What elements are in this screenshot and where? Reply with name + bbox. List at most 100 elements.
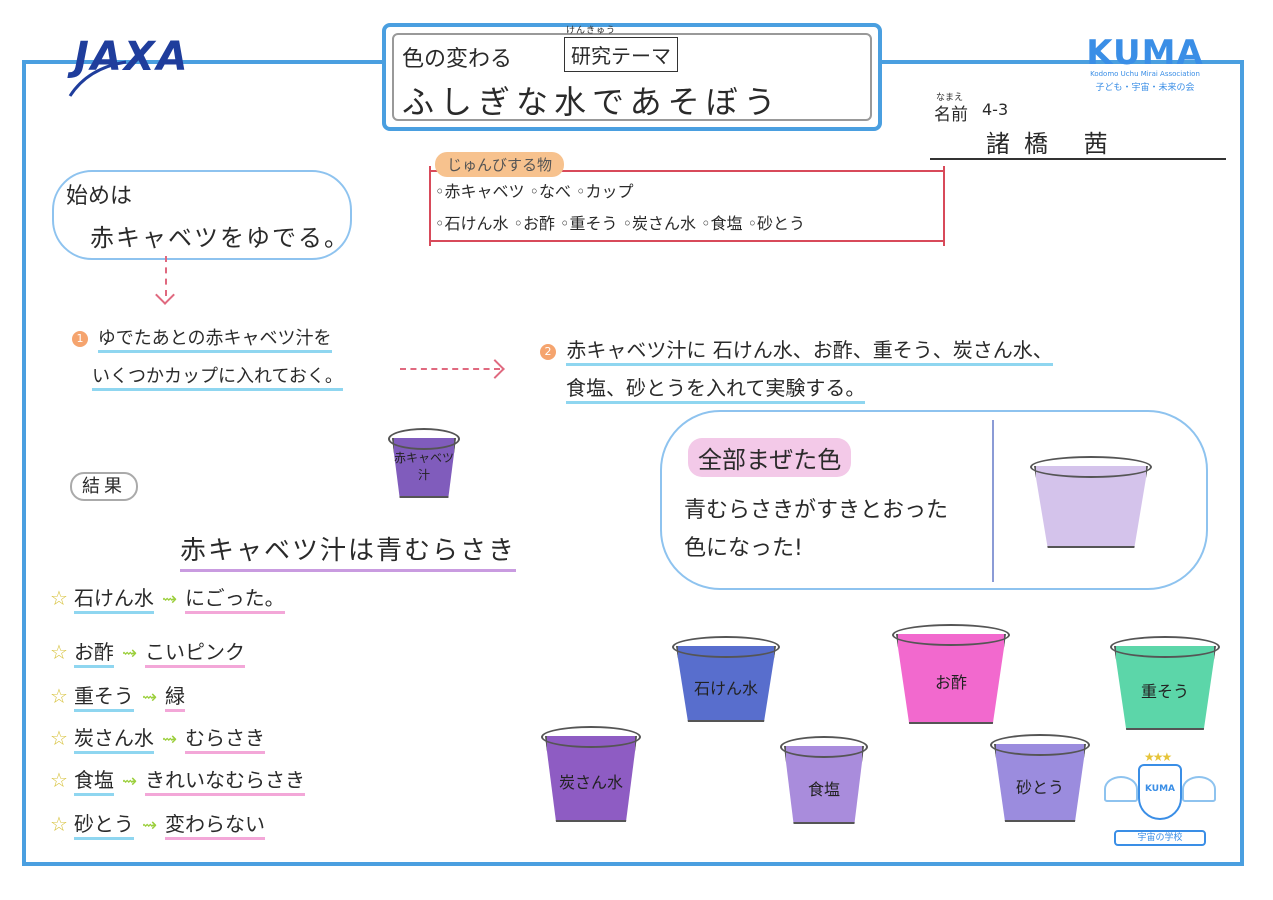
title-box: けんきゅう 色の変わる 研究テーマ ふしぎな水であそぼう <box>382 23 882 131</box>
mixed-color-cup <box>1030 456 1152 548</box>
preparation-label: じゅんびする物 <box>435 152 565 177</box>
cup-fill <box>896 634 1006 724</box>
star-icon: ☆ <box>50 768 68 792</box>
arrow-right-icon: ⇝ <box>121 771 138 792</box>
step-2-line-1: 2 赤キャベツ汁に 石けん水、お酢、重そう、炭さん水、 <box>540 334 1053 366</box>
emblem-shield: KUMA <box>1138 764 1182 820</box>
cabbage-juice-cup: 赤キャベツ汁 <box>388 428 460 498</box>
prep-border-bottom <box>429 240 945 242</box>
experiment-cup: 食塩 <box>780 736 868 824</box>
results-summary: 赤キャベツ汁は青むらさき <box>180 530 517 572</box>
cup-fill <box>676 646 776 722</box>
name-ruby: なまえ <box>936 93 964 103</box>
result-name: 石けん水 <box>73 586 154 614</box>
step-1-text-2: いくつかカップに入れておく。 <box>92 366 343 391</box>
star-icon: ☆ <box>50 726 68 750</box>
cup-fill <box>784 746 864 824</box>
cup-label: 重そう <box>1140 682 1189 702</box>
cup-label: 石けん水 <box>693 678 758 698</box>
emblem-wing-right-icon <box>1182 776 1216 802</box>
preparation-box: じゅんびする物 ◦赤キャベツ ◦なべ ◦カップ ◦石けん水 ◦お酢 ◦重そう ◦… <box>425 152 953 246</box>
mixed-title: 全部まぜた色 <box>688 438 852 477</box>
experiment-cup: 重そう <box>1110 636 1220 730</box>
name-area: なまえ 名前 4-3 諸橋 茜 <box>930 90 1226 160</box>
name-label: 名前 <box>934 105 968 125</box>
mixed-line-2: 色になった! <box>684 536 803 561</box>
experiment-cup: お酢 <box>892 624 1010 724</box>
cup-label: お酢 <box>934 673 967 692</box>
star-icon: ☆ <box>50 812 68 836</box>
emblem-wing-left-icon <box>1104 776 1138 802</box>
star-icon: ☆ <box>50 684 68 708</box>
cup-rim <box>990 734 1090 756</box>
start-cloud-line-2: 赤キャベツをゆでる。 <box>90 224 350 252</box>
cup-label: 炭さん水 <box>558 773 623 793</box>
step-1-text-1: ゆでたあとの赤キャベツ汁を <box>97 328 332 353</box>
experiment-cup: 砂とう <box>990 734 1090 822</box>
emblem-banner: 宇宙の学校 <box>1114 830 1206 846</box>
cup-fill <box>994 744 1086 822</box>
start-cloud-line-1: 始めは <box>66 184 133 209</box>
prep-border-top <box>429 170 945 172</box>
star-icon: ☆ <box>50 640 68 664</box>
result-value: 緑 <box>165 684 186 712</box>
emblem-stars-icon: ★★★ <box>1144 750 1172 764</box>
results-label: 結果 <box>70 472 138 501</box>
name-value: 諸橋 茜 <box>986 130 1122 158</box>
step-2-number: 2 <box>540 343 556 360</box>
cup-rim <box>672 636 780 658</box>
cabbage-cup-label: 赤キャベツ汁 <box>393 451 454 482</box>
name-class: 4-3 <box>982 100 1009 119</box>
kuma-logo: KUMA Kodomo Uchu Mirai Association 子ども・宇… <box>1080 36 1210 93</box>
preparation-line-1: ◦赤キャベツ ◦なべ ◦カップ <box>435 182 634 201</box>
result-name: 重そう <box>73 684 134 712</box>
result-row: ☆石けん水 ⇝ にごった。 <box>50 582 285 614</box>
jaxa-swoosh-icon <box>68 60 127 97</box>
prep-border-right <box>943 166 945 246</box>
step-2-text-1: 赤キャベツ汁に 石けん水、お酢、重そう、炭さん水、 <box>566 338 1053 366</box>
cup-rim <box>780 736 868 758</box>
prep-border-left <box>429 166 431 246</box>
kuma-logo-mark: KUMA <box>1086 33 1204 73</box>
result-name: お酢 <box>73 640 114 668</box>
cup-body <box>1034 466 1148 548</box>
arrow-right-icon: ⇝ <box>121 643 138 664</box>
results-label-text: 結果 <box>70 472 138 501</box>
cup-fill <box>1114 646 1216 730</box>
kuma-logo-english: Kodomo Uchu Mirai Association <box>1090 70 1200 78</box>
result-value: にごった。 <box>185 586 285 614</box>
result-row: ☆お酢 ⇝ こいピンク <box>50 636 246 668</box>
result-value: こいピンク <box>145 640 246 668</box>
result-name: 炭さん水 <box>73 726 154 754</box>
result-row: ☆砂とう⇝変わらない <box>50 808 266 840</box>
experiment-cup: 石けん水 <box>672 636 780 722</box>
cup-fill <box>545 736 637 822</box>
arrow-down-icon <box>165 256 167 296</box>
kuma-logo-japanese: 子ども・宇宙・未来の会 <box>1095 83 1195 93</box>
result-value: きれいなむらさき <box>145 768 306 796</box>
space-school-emblem: ★★★ KUMA 宇宙の学校 <box>1100 750 1220 850</box>
cup-label: 砂とう <box>1015 777 1064 797</box>
start-cloud: 始めは 赤キャベツをゆでる。 <box>52 170 352 260</box>
cup-rim <box>541 726 641 748</box>
title-inner-frame <box>392 33 872 121</box>
cup-rim <box>1110 636 1220 658</box>
step-1-line-2: いくつかカップに入れておく。 <box>92 362 343 391</box>
cup-label: 食塩 <box>807 779 840 799</box>
arrow-right-icon: ⇝ <box>141 815 158 836</box>
arrow-right-icon <box>400 368 500 370</box>
theme-tag: 研究テーマ <box>564 37 678 72</box>
result-name: 食塩 <box>73 768 114 796</box>
preparation-line-2: ◦石けん水 ◦お酢 ◦重そう ◦炭さん水 ◦食塩 ◦砂とう <box>435 214 806 233</box>
arrow-right-icon: ⇝ <box>141 687 158 708</box>
arrow-right-icon: ⇝ <box>161 589 178 610</box>
theme-ruby: けんきゅう <box>566 26 617 36</box>
arrow-right-icon: ⇝ <box>161 729 178 750</box>
mixed-line-1: 青むらさきがすきとおった <box>684 498 949 523</box>
mixed-divider <box>992 420 994 582</box>
result-row: ☆重そう ⇝ 緑 <box>50 680 186 712</box>
jaxa-logo: JAXA <box>68 34 190 97</box>
step-1-number: 1 <box>72 331 88 347</box>
star-icon: ☆ <box>50 586 68 610</box>
experiment-cup: 炭さん水 <box>541 726 641 822</box>
